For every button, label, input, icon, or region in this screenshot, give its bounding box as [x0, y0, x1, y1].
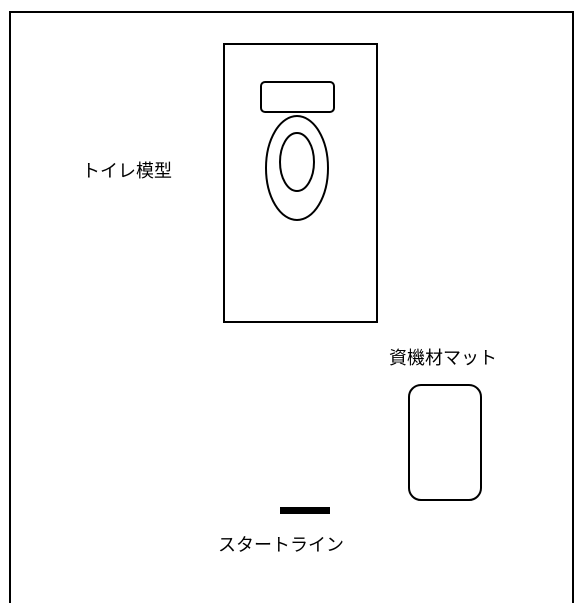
- toilet-model-label: トイレ模型: [82, 161, 172, 182]
- materials-mat-label: 資機材マット: [389, 348, 497, 369]
- toilet-model-base: [223, 43, 378, 323]
- start-line-label: スタートライン: [218, 535, 344, 556]
- toilet-bowl-outer: [265, 115, 329, 221]
- toilet-model: [223, 43, 378, 323]
- start-line: [280, 507, 330, 514]
- materials-mat: [408, 384, 482, 501]
- toilet-bowl-inner: [279, 132, 315, 192]
- room-outline: [9, 11, 574, 603]
- toilet-tank: [260, 81, 335, 113]
